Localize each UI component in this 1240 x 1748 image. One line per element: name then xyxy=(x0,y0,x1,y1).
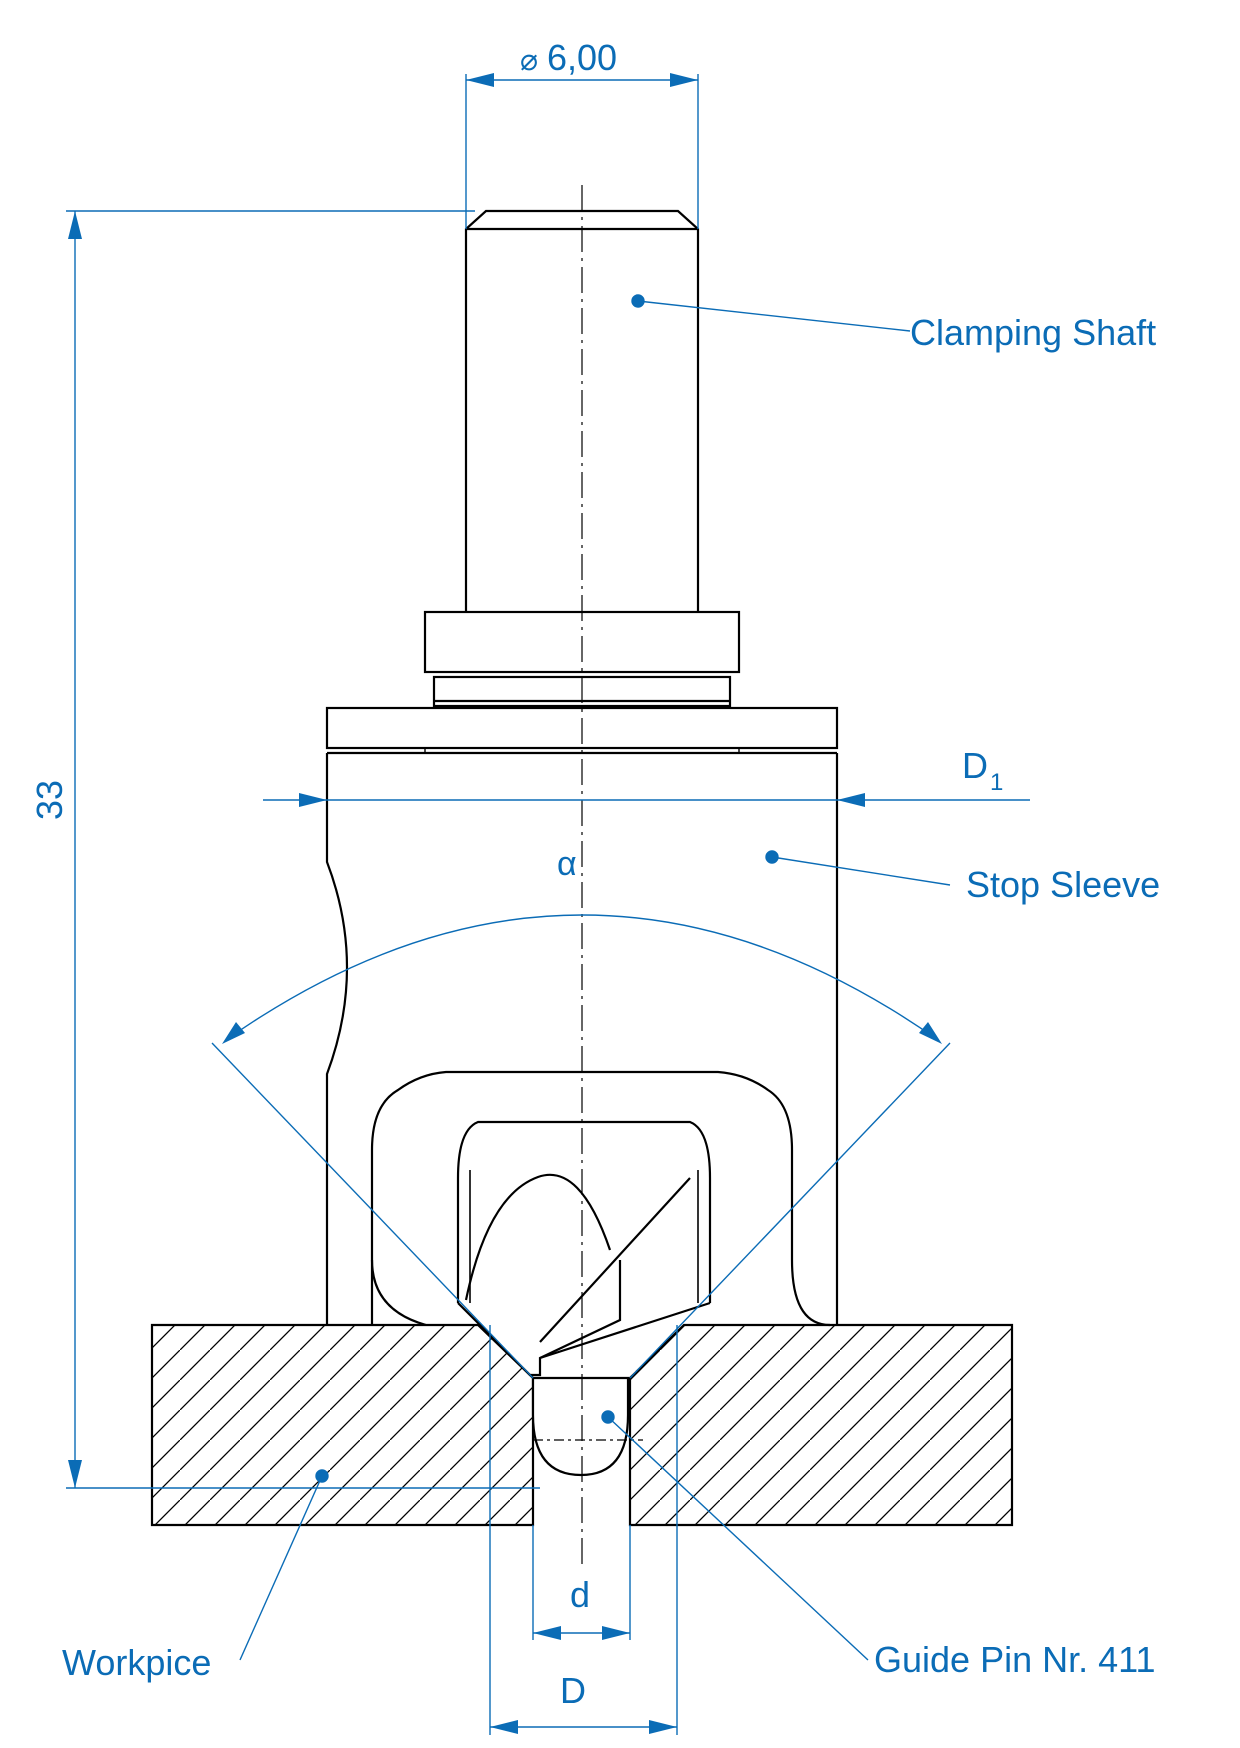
sleeve-top-flange xyxy=(325,706,839,750)
leader-stop-sleeve xyxy=(771,856,951,886)
cutter-flute-curve xyxy=(464,1173,612,1301)
shaft-diameter-arrow-right xyxy=(670,73,698,87)
hole-diameter-label: d xyxy=(570,1574,590,1615)
sleeve-diameter-arrow-right xyxy=(837,793,865,807)
angle-arrow-right xyxy=(919,1022,942,1044)
hole-diameter-arrow-right xyxy=(602,1626,630,1640)
leader-lines xyxy=(239,294,951,1661)
leader-clamping-shaft xyxy=(637,300,911,332)
shaft-diameter-arrow-left xyxy=(466,73,494,87)
dimension-lines xyxy=(66,73,1030,1735)
sleeve-window xyxy=(370,1070,831,1327)
guide-pin-outline xyxy=(531,1376,630,1477)
countersink-cutter xyxy=(456,1120,712,1377)
cutter-body-outline xyxy=(456,1120,712,1303)
shaft-diameter-label: 6,00 xyxy=(547,37,617,78)
guide-pin-label: Guide Pin Nr. 411 xyxy=(874,1639,1156,1680)
leader-dot-workpiece xyxy=(315,1469,329,1483)
guide-pin xyxy=(531,1376,630,1477)
sleeve-diameter-subscript: 1 xyxy=(990,769,1003,796)
stop-sleeve-label: Stop Sleeve xyxy=(966,864,1160,905)
clamping-shaft-label: Clamping Shaft xyxy=(910,312,1156,353)
sleeve-diameter-arrow-left xyxy=(299,793,327,807)
leader-workpiece xyxy=(239,1475,323,1661)
countersink-diameter-label: D xyxy=(560,1670,586,1711)
countersink-arrow-left xyxy=(490,1720,518,1734)
angle-label: α xyxy=(557,845,577,883)
labels: ⌀ 6,00 33 D 1 α d D Clamping Shaft Stop … xyxy=(29,37,1160,1711)
sleeve-body-outline xyxy=(325,753,839,1325)
leader-dot-clamping-shaft xyxy=(631,294,645,308)
countersink-arrow-right xyxy=(649,1720,677,1734)
angle-arc xyxy=(225,914,939,1041)
length-arrow-bottom xyxy=(68,1460,82,1488)
leader-dot-guide-pin xyxy=(601,1410,615,1424)
sleeve-diameter-label: D xyxy=(962,745,988,786)
workpiece-outline-right xyxy=(628,1323,1014,1527)
angle-arrow-left xyxy=(222,1022,245,1044)
leader-dot-stop-sleeve xyxy=(765,850,779,864)
overall-length-label: 33 xyxy=(29,780,70,820)
cutter-cone xyxy=(457,1301,711,1377)
cutter-cutting-edge xyxy=(539,1177,691,1359)
angle-ext-right xyxy=(629,1042,951,1379)
centerlines xyxy=(533,185,643,1570)
sleeve-window-inner-left xyxy=(370,1259,427,1327)
workpiece-label: Workpice xyxy=(62,1642,211,1683)
leader-guide-pin xyxy=(607,1416,869,1661)
hole-diameter-arrow-left xyxy=(533,1626,561,1640)
angle-ext-left xyxy=(211,1042,534,1379)
diameter-symbol: ⌀ xyxy=(520,44,538,77)
length-arrow-top xyxy=(68,211,82,239)
